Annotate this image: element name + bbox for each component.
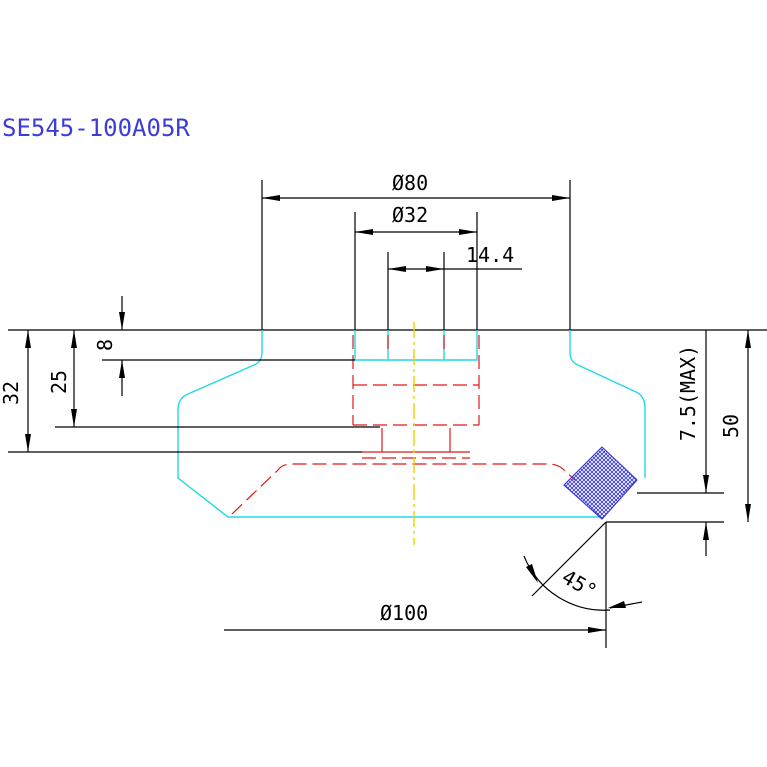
dimension-label-7-5-max: 7.5(MAX) — [676, 345, 700, 441]
dimension-dia100: Ø100 — [224, 601, 606, 633]
dimension-label-8: 8 — [93, 339, 117, 351]
dimension-32: 32 — [0, 330, 362, 453]
dimension-8: 8 — [93, 296, 355, 396]
dimension-7-5-max: 7.5(MAX) — [606, 330, 724, 556]
dimension-label-50: 50 — [719, 414, 743, 438]
dimension-label-32: 32 — [0, 381, 23, 405]
dimension-angle-45: 45° — [523, 521, 643, 648]
dimension-label-dia80: Ø80 — [392, 171, 428, 195]
dimension-dia80: Ø80 — [261, 171, 571, 330]
dimension-label-dia100: Ø100 — [380, 601, 428, 625]
hidden-lines — [231, 335, 576, 515]
drawing-title: SE545-100A05R — [2, 114, 190, 142]
dimension-label-14-4: 14.4 — [466, 243, 514, 267]
dimension-label-25: 25 — [47, 370, 71, 394]
dimension-14-4: 14.4 — [387, 243, 522, 330]
dimension-25: 25 — [47, 330, 380, 428]
dimension-50: 50 — [719, 330, 751, 522]
seal-lip — [563, 446, 638, 520]
dimension-label-dia32: Ø32 — [392, 203, 428, 227]
dimension-dia32: Ø32 — [354, 203, 478, 330]
dimension-label-angle-45: 45° — [558, 565, 601, 604]
